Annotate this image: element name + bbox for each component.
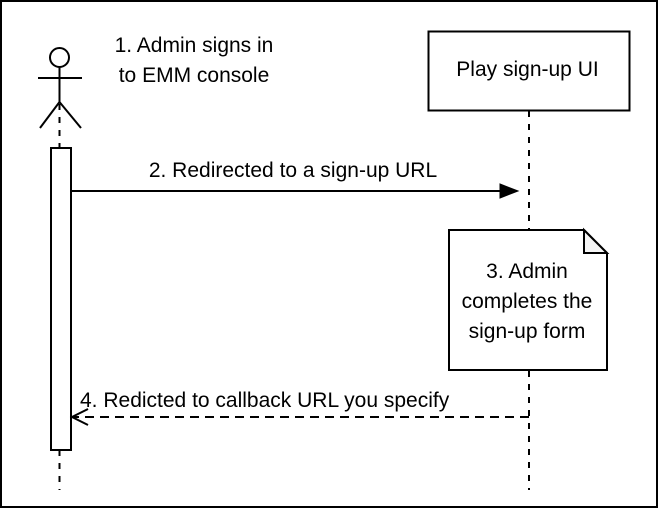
- message-4-arrow: [69, 408, 529, 426]
- message-4-arrowhead-icon: [69, 408, 89, 426]
- note-label: 3. Admin completes the sign-up form: [447, 257, 607, 347]
- message-4-label: 4. Redicted to callback URL you specify: [80, 389, 450, 412]
- actor-icon: [38, 47, 82, 129]
- actor-left-leg: [39, 101, 61, 129]
- message-2-arrow: [72, 183, 520, 199]
- note-label-line-3: sign-up form: [468, 320, 586, 343]
- actor-right-leg: [58, 101, 82, 129]
- note-label-line-2: completes the: [461, 290, 593, 313]
- actor-annotation-line-2: to EMM console: [118, 64, 270, 87]
- note-fold-corner: [583, 227, 610, 254]
- actor-head: [49, 47, 70, 68]
- participant-label: Play sign-up UI: [456, 58, 599, 81]
- message-2-arrowhead-icon: [499, 183, 520, 199]
- message-2-label: 2. Redirected to a sign-up URL: [148, 159, 438, 182]
- note-label-line-1: 3. Admin: [486, 260, 568, 283]
- note-outline: [448, 229, 608, 371]
- diagram-stage: 1. Admin signs in to EMM console Play si…: [2, 2, 656, 506]
- participant-box: [427, 30, 631, 112]
- diagram-shapes: [38, 30, 631, 490]
- actor-annotation-line-1: 1. Admin signs in: [114, 34, 274, 57]
- note-icon: [448, 227, 610, 371]
- activation-bar: [50, 147, 72, 451]
- participant-label-box: Play sign-up UI: [426, 29, 629, 111]
- actor-annotation: 1. Admin signs in to EMM console: [96, 31, 292, 91]
